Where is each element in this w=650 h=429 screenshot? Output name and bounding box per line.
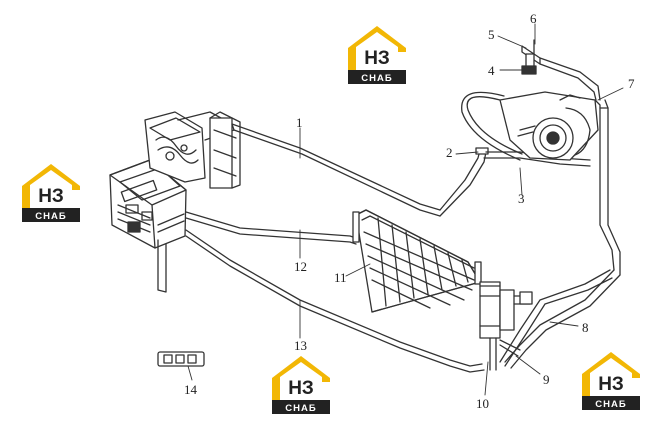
callout-8: 8: [582, 320, 589, 335]
logo-caption: СНАБ: [285, 403, 316, 414]
logo-letters: НЗ: [288, 378, 314, 399]
logo-caption-bar: [582, 396, 640, 410]
hose-line-upper: [539, 57, 601, 101]
callout-1: 1: [296, 115, 303, 130]
logo-letters: НЗ: [364, 48, 390, 69]
callout-14: 14: [184, 382, 198, 397]
leader-lines: [187, 23, 624, 396]
callout-3: 3: [518, 191, 525, 206]
logo-caption-bar: [272, 400, 330, 414]
condenser: [352, 209, 482, 313]
logo-roof-icon: [348, 26, 406, 70]
part-14-block: [157, 351, 205, 367]
logo-mark: НЗ СНАБ: [272, 356, 330, 414]
logo-caption-bar: [348, 70, 406, 84]
logo-caption: СНАБ: [35, 211, 66, 222]
callout-11: 11: [334, 270, 347, 285]
callout-2: 2: [446, 145, 453, 160]
logo-roof-icon: [582, 352, 640, 396]
watermark-logo: НЗ СНАБ: [344, 22, 410, 88]
hose-line-lower-right: [499, 269, 613, 367]
callout-5: 5: [488, 27, 495, 42]
hose-line-7: [594, 99, 621, 276]
logo-mark: НЗ СНАБ: [348, 26, 406, 84]
watermark-logo: НЗ СНАБ: [268, 352, 334, 418]
compressor: [461, 91, 599, 161]
watermark-logo: НЗ СНАБ: [18, 160, 84, 226]
hose-line-13: [185, 229, 485, 373]
logo-caption: СНАБ: [361, 73, 392, 84]
logo-letters: НЗ: [598, 374, 624, 395]
hvac-unit: [109, 111, 241, 293]
pressure-switch: [521, 39, 541, 75]
hose-line-2: [439, 147, 489, 217]
hose-line-1: [231, 123, 441, 217]
logo-roof-icon: [22, 164, 80, 208]
logo-mark: НЗ СНАБ: [582, 352, 640, 410]
logo-roof-icon: [272, 356, 330, 400]
hose-line-12: [185, 211, 357, 245]
receiver-drier: [479, 281, 533, 371]
callout-10: 10: [476, 396, 489, 411]
callout-7: 7: [628, 76, 635, 91]
logo-caption-bar: [22, 208, 80, 222]
logo-letters: НЗ: [38, 186, 64, 207]
callout-6: 6: [530, 11, 537, 26]
callout-12: 12: [294, 259, 307, 274]
callout-4: 4: [488, 63, 495, 78]
callout-13: 13: [294, 338, 307, 353]
watermark-logo: НЗ СНАБ: [578, 348, 644, 414]
logo-caption: СНАБ: [595, 399, 626, 410]
logo-mark: НЗ СНАБ: [22, 164, 80, 222]
callout-9: 9: [543, 372, 550, 387]
